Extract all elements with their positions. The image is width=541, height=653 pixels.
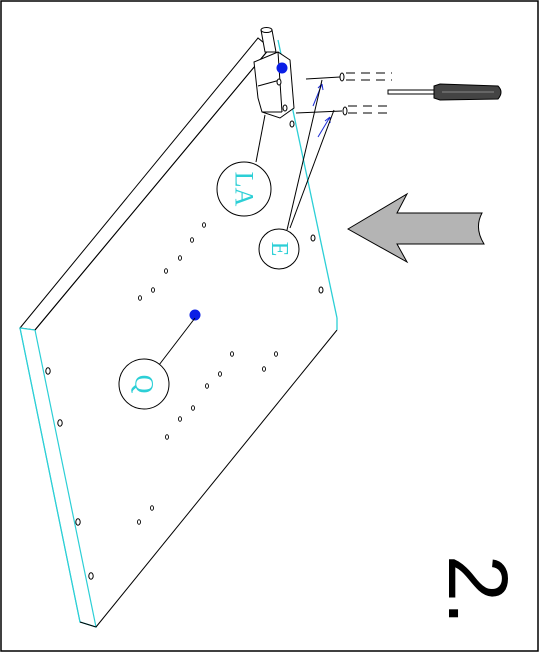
bracket-marker-dot xyxy=(276,62,288,74)
panel-marker-dot xyxy=(189,309,201,321)
panel xyxy=(19,37,338,628)
edge-holes xyxy=(45,367,94,580)
callout-q: Q xyxy=(118,317,196,410)
callout-q-label: Q xyxy=(130,375,159,394)
callout-la: LA xyxy=(216,114,272,217)
step-number: 2. xyxy=(431,555,525,625)
screw-pointers xyxy=(312,83,331,138)
screws xyxy=(295,72,348,116)
large-left-arrow-icon xyxy=(346,192,485,264)
alignment-lines xyxy=(346,72,392,114)
panel-bottom-edge xyxy=(95,329,338,628)
callout-e: E xyxy=(258,79,335,270)
panel-left-thickness xyxy=(19,327,97,628)
callout-la-label: LA xyxy=(230,172,259,207)
callout-e-label: E xyxy=(266,242,292,257)
screwdriver-icon xyxy=(387,83,502,101)
right-edge-holes xyxy=(289,120,324,294)
face-holes xyxy=(137,222,278,525)
